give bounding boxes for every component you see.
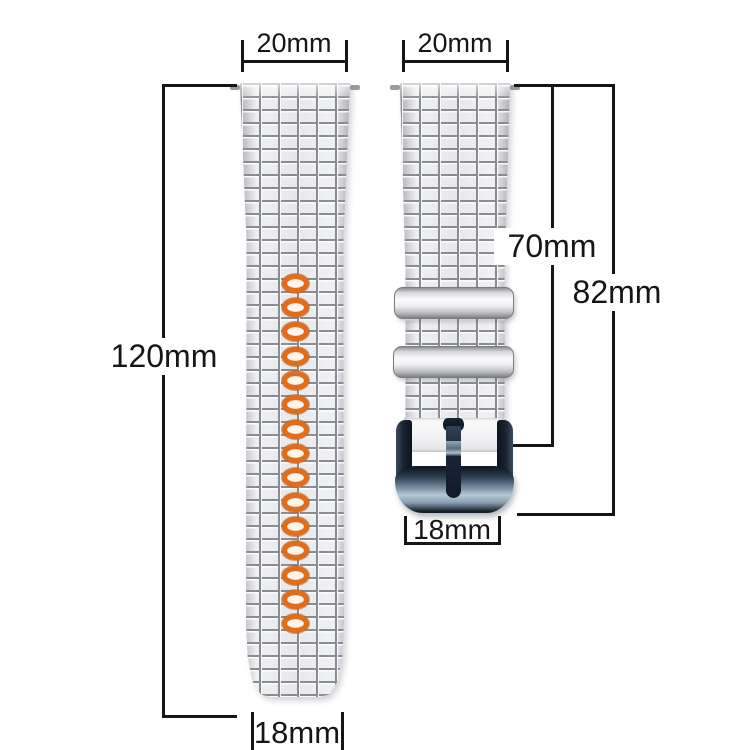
spring-bar-pin [350,85,360,90]
dimension-tick [402,40,405,72]
dimension-tick [162,84,237,87]
spring-bar-pin [230,85,240,90]
dimension-line [551,84,554,447]
dimension-tick [404,516,407,545]
spring-bar-pin [510,85,520,90]
strap-hole [281,517,309,536]
dimension-line [402,60,509,63]
dimension-tick [517,513,615,516]
dimension-tick [341,712,344,750]
strap-hole [281,541,309,561]
strap-hole [281,346,309,366]
strap-hole [281,468,309,488]
buckle-width-label: 18mm [413,514,491,545]
strap-hole [281,322,309,342]
left-strap-top-width-label: 20mm [256,28,332,58]
dimension-tick [251,712,254,750]
dimension-tick [514,84,615,87]
right-strap-length-to-buckle-label: 70mm [494,228,610,265]
strap-hole [281,370,309,390]
right-strap-length-total-label: 82mm [557,274,677,311]
spring-bar-pin [390,85,400,90]
dimension-line [162,84,165,718]
dimension-tick [506,40,509,72]
strap-hole [281,614,309,634]
keeper-loop-2 [393,346,514,378]
strap-hole [281,492,309,512]
dimension-tick [162,715,237,718]
strap-hole [281,590,309,610]
dimension-tick [345,40,348,72]
strap-hole [281,443,309,463]
dimension-tick [513,444,554,447]
left-strap-bottom-width-label: 18mm [253,715,341,750]
strap-hole [281,419,309,439]
strap-hole [281,297,309,317]
dimension-line [241,60,348,63]
buckle-prong [446,426,461,498]
right-strap-top-width-label: 20mm [417,28,493,58]
strap-hole [281,273,309,293]
strap-hole [281,565,309,585]
strap-hole [281,395,309,415]
buckle-prong-band [446,441,461,456]
dimension-tick [241,40,244,72]
left-strap [240,83,350,697]
dimension-tick [498,516,501,545]
dimension-line [404,542,501,545]
left-strap-length-label: 120mm [104,338,224,375]
keeper-loop-1 [394,287,514,319]
left-strap-holes [240,83,350,697]
